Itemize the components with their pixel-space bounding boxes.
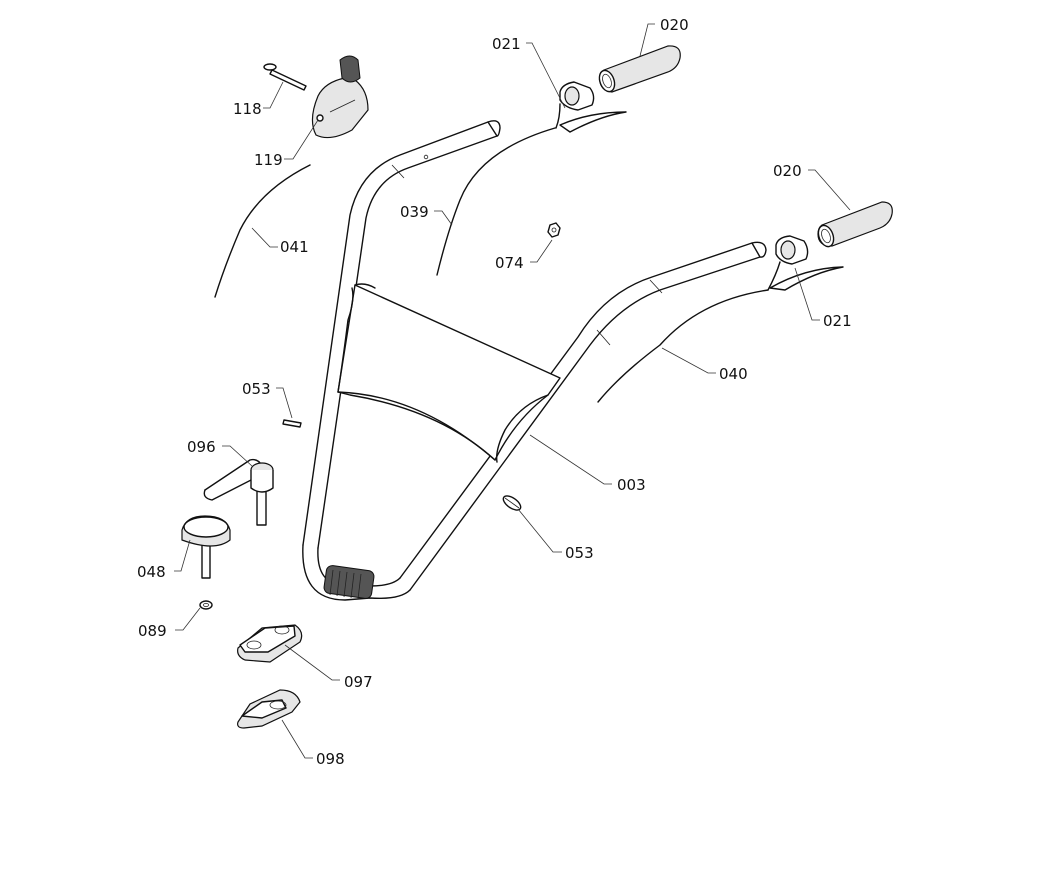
label-021-right: 021 — [823, 312, 852, 330]
lock-pin-096 — [203, 458, 274, 526]
clip-053-b — [502, 495, 522, 511]
part-labels: 020 021 118 119 041 039 074 020 021 040 … — [137, 16, 852, 768]
label-074: 074 — [495, 254, 524, 272]
bracket-098 — [237, 689, 301, 729]
label-097: 097 — [344, 673, 373, 691]
label-098: 098 — [316, 750, 345, 768]
knob-048 — [181, 515, 231, 579]
label-003: 003 — [617, 476, 646, 494]
lever-021-right — [767, 235, 844, 291]
label-041: 041 — [280, 238, 309, 256]
grip-020-top — [598, 45, 681, 93]
grip-020-right — [817, 201, 893, 248]
bracket-097 — [237, 624, 303, 663]
label-039: 039 — [400, 203, 429, 221]
label-053-b: 053 — [565, 544, 594, 562]
label-118: 118 — [233, 100, 262, 118]
pin-118 — [263, 63, 307, 91]
nut-074 — [547, 222, 561, 238]
label-020-top: 020 — [660, 16, 689, 34]
label-040: 040 — [719, 365, 748, 383]
shift-housing-119 — [311, 55, 369, 139]
label-048: 048 — [137, 563, 166, 581]
label-119: 119 — [254, 151, 283, 169]
cable-041 — [214, 164, 311, 298]
label-089: 089 — [138, 622, 167, 640]
handlebar-frame-003 — [302, 120, 767, 601]
label-021-top: 021 — [492, 35, 521, 53]
leader-lines — [174, 23, 851, 759]
washer-089 — [199, 600, 213, 610]
pin-053-a — [282, 419, 302, 428]
cable-039 — [436, 127, 556, 276]
lever-021-top — [555, 81, 627, 133]
label-096: 096 — [187, 438, 216, 456]
label-020-right: 020 — [773, 162, 802, 180]
label-053-a: 053 — [242, 380, 271, 398]
cable-040 — [597, 289, 769, 403]
